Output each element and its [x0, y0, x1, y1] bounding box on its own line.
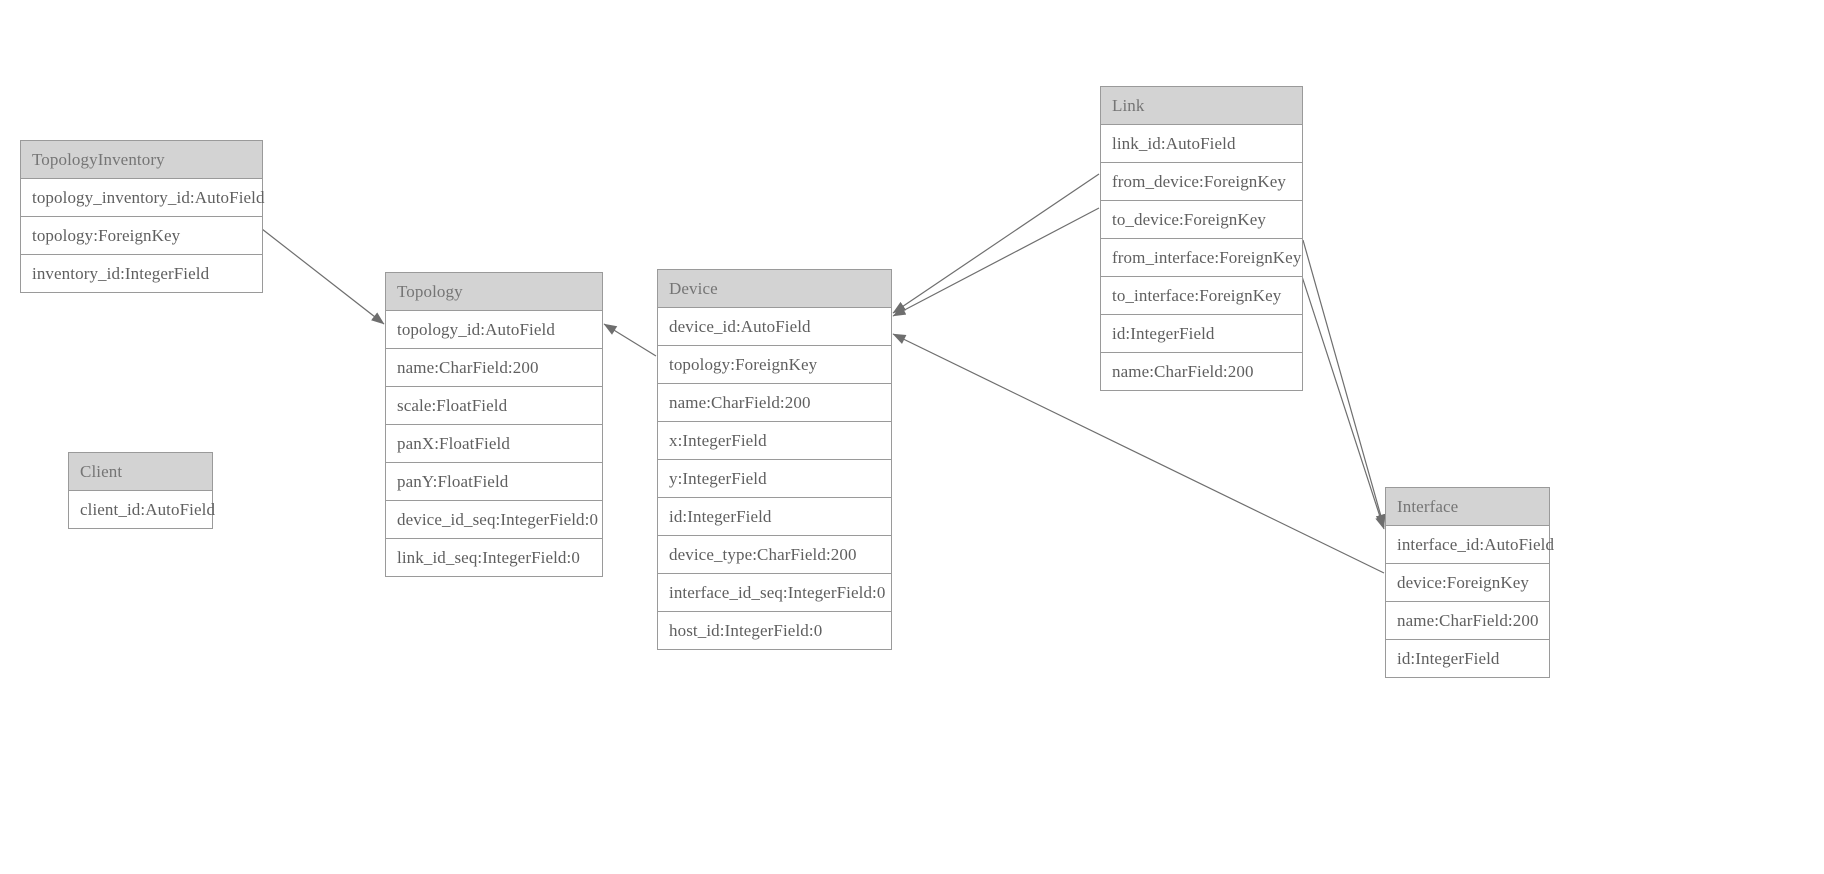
entity-field-row[interactable]: name:CharField:200: [1101, 353, 1302, 390]
entity-field-row[interactable]: link_id_seq:IntegerField:0: [386, 539, 602, 576]
rel-topologyinventory-topology: [261, 228, 385, 325]
entity-field-row[interactable]: id:IntegerField: [1386, 640, 1549, 677]
rel-link-to-interface: [1295, 257, 1385, 530]
entity-field-row[interactable]: panX:FloatField: [386, 425, 602, 463]
entity-field-row[interactable]: panY:FloatField: [386, 463, 602, 501]
entity-field-row[interactable]: x:IntegerField: [658, 422, 891, 460]
entity-field-row[interactable]: topology:ForeignKey: [658, 346, 891, 384]
entity-field-row[interactable]: y:IntegerField: [658, 460, 891, 498]
entity-field-row[interactable]: id:IntegerField: [658, 498, 891, 536]
entity-field-row[interactable]: id:IntegerField: [1101, 315, 1302, 353]
entity-title-link: Link: [1101, 87, 1302, 125]
entity-field-row[interactable]: scale:FloatField: [386, 387, 602, 425]
entity-title-device: Device: [658, 270, 891, 308]
entity-field-row[interactable]: from_device:ForeignKey: [1101, 163, 1302, 201]
entity-field-row[interactable]: to_interface:ForeignKey: [1101, 277, 1302, 315]
rel-link-to-device: [892, 207, 1100, 317]
entity-field-row[interactable]: host_id:IntegerField:0: [658, 612, 891, 649]
entity-field-row[interactable]: inventory_id:IntegerField: [21, 255, 262, 292]
entity-field-row[interactable]: from_interface:ForeignKey: [1101, 239, 1302, 277]
entity-field-row[interactable]: topology_id:AutoField: [386, 311, 602, 349]
entity-field-row[interactable]: client_id:AutoField: [69, 491, 215, 528]
entity-field-row[interactable]: topology:ForeignKey: [21, 217, 262, 255]
entity-title-interface: Interface: [1386, 488, 1549, 526]
entity-field-row[interactable]: interface_id:AutoField: [1386, 526, 1554, 564]
entity-field-row[interactable]: name:CharField:200: [658, 384, 891, 422]
rel-device-topology: [603, 323, 657, 357]
entity-field-row[interactable]: device:ForeignKey: [1386, 564, 1549, 602]
entity-title-client: Client: [69, 453, 212, 491]
entity-field-row[interactable]: name:CharField:200: [386, 349, 602, 387]
rel-link-from-device: [892, 173, 1100, 314]
entity-field-row[interactable]: device_id_seq:IntegerField:0: [386, 501, 602, 539]
entity-field-row[interactable]: device_id:AutoField: [658, 308, 891, 346]
entity-field-row[interactable]: device_type:CharField:200: [658, 536, 891, 574]
entity-field-row[interactable]: interface_id_seq:IntegerField:0: [658, 574, 891, 612]
entity-field-row[interactable]: name:CharField:200: [1386, 602, 1549, 640]
entity-field-row[interactable]: link_id:AutoField: [1101, 125, 1302, 163]
entity-title-topology_inventory: TopologyInventory: [21, 141, 262, 179]
entity-field-row[interactable]: to_device:ForeignKey: [1101, 201, 1302, 239]
entity-title-topology: Topology: [386, 273, 602, 311]
entity-field-row[interactable]: topology_inventory_id:AutoField: [21, 179, 264, 217]
rel-link-from-interface: [1302, 239, 1386, 528]
